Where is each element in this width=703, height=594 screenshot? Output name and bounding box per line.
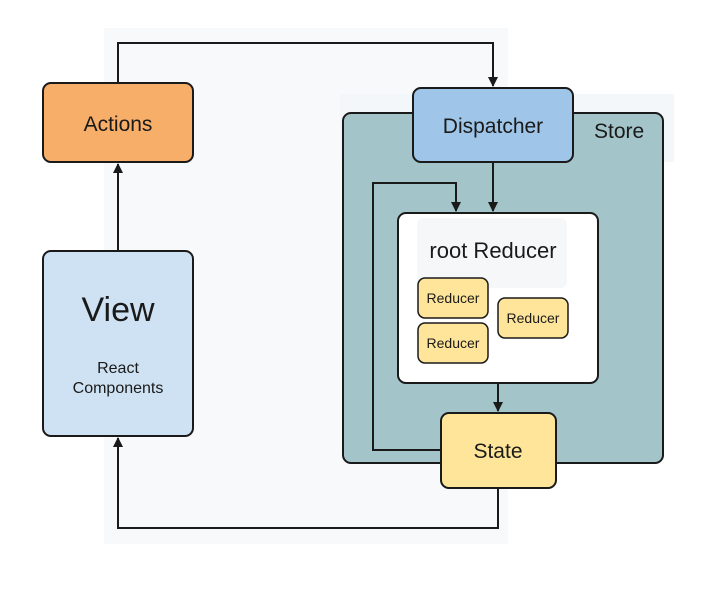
reducer-box-2 bbox=[417, 322, 489, 364]
reducer-label-1: Reducer bbox=[427, 290, 480, 306]
state-label: State bbox=[473, 440, 522, 463]
arrow-state-to-root-reducer bbox=[372, 182, 461, 451]
reducer-box-1 bbox=[417, 277, 489, 319]
state-node bbox=[440, 412, 557, 489]
dispatcher-label: Dispatcher bbox=[443, 115, 543, 138]
arrow-actions-to-dispatcher bbox=[117, 42, 498, 87]
actions-label: Actions bbox=[84, 113, 153, 136]
actions-node bbox=[42, 82, 194, 163]
view-title: View bbox=[81, 291, 155, 329]
arrow-state-to-view bbox=[113, 437, 499, 529]
reducer-label-3: Reducer bbox=[507, 310, 560, 326]
reducer-label-2: Reducer bbox=[427, 335, 480, 351]
dispatcher-node bbox=[412, 87, 574, 163]
view-subtitle-line1: React bbox=[97, 360, 139, 377]
view-subtitle-line2: Components bbox=[73, 380, 164, 397]
root-reducer-label-bg bbox=[417, 218, 567, 288]
root-reducer-label: root Reducer bbox=[429, 238, 556, 263]
reducer-box-3 bbox=[497, 297, 569, 339]
store-label: Store bbox=[594, 120, 644, 143]
view-node bbox=[42, 250, 194, 437]
